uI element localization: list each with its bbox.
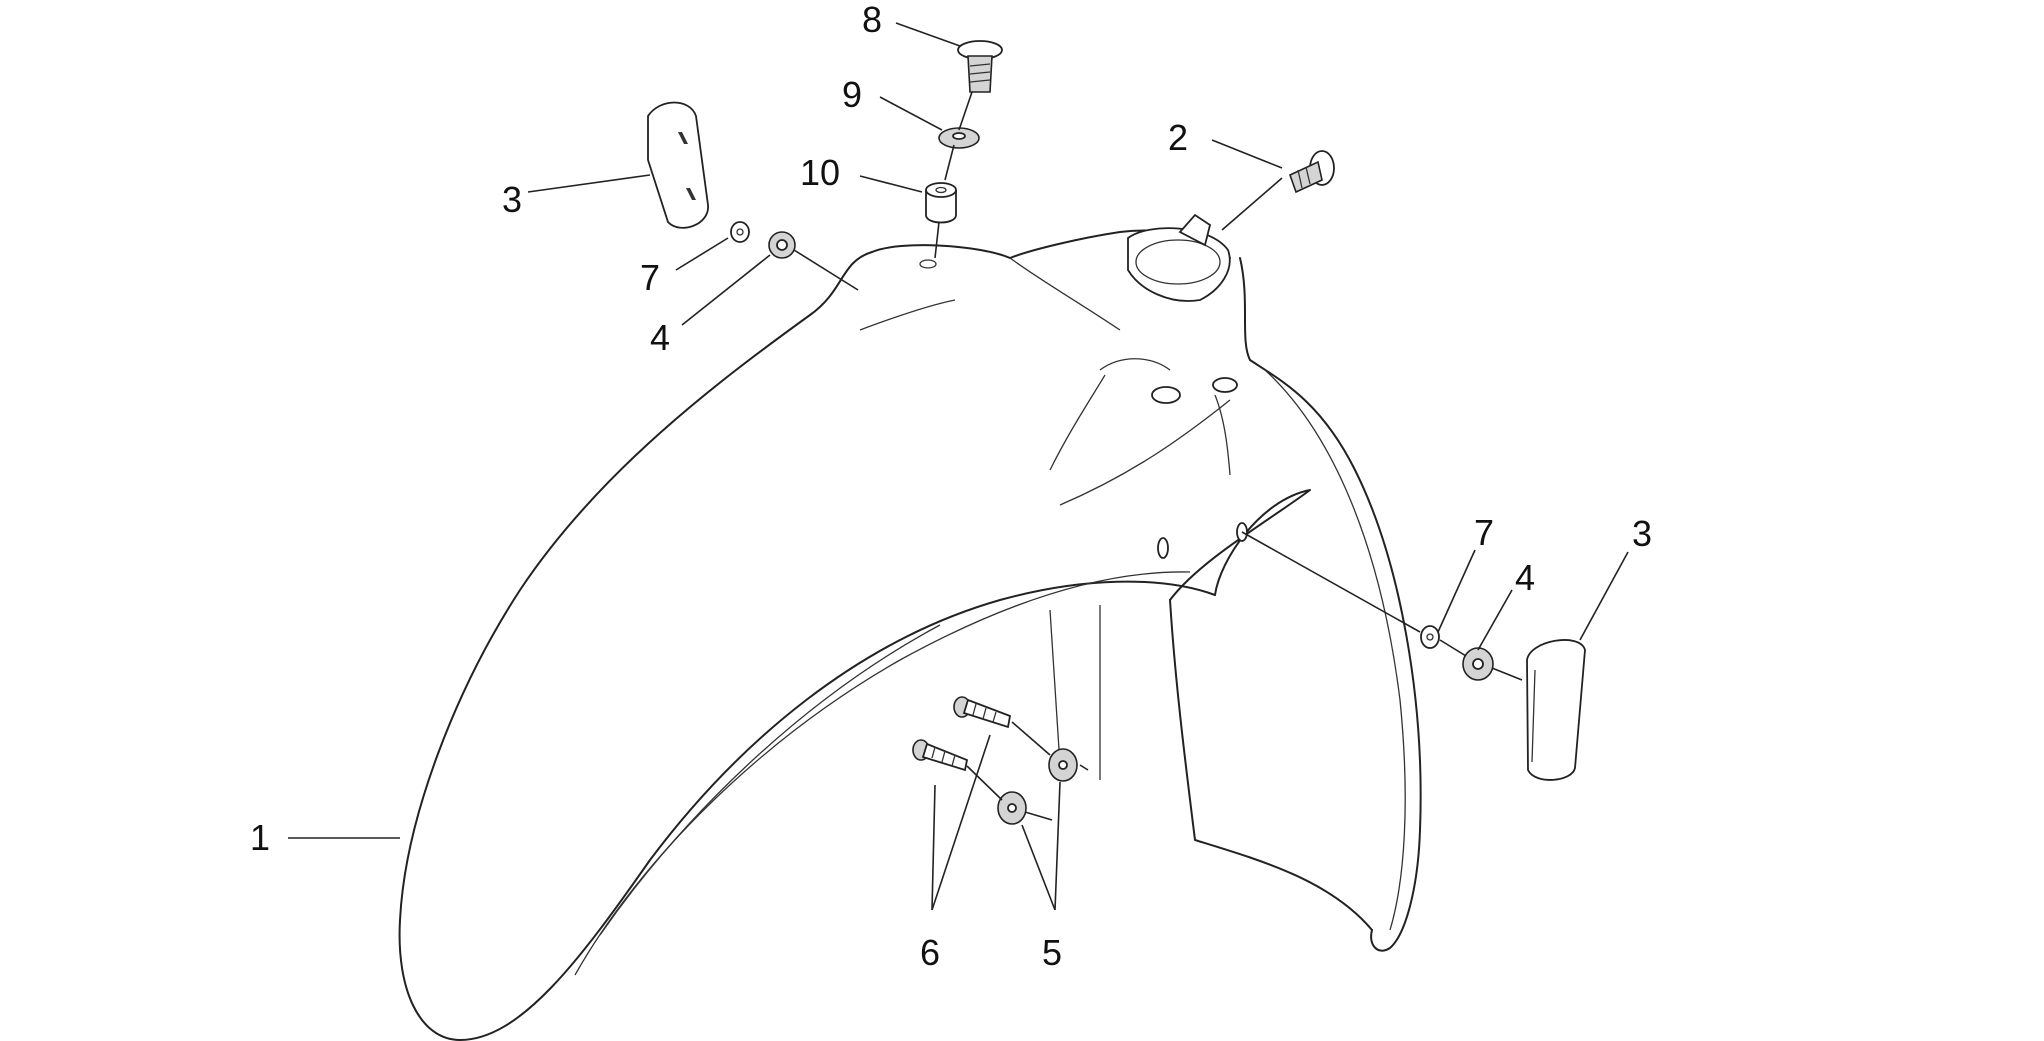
screw-top (957, 40, 1003, 93)
self-tapping-screws (912, 696, 1012, 772)
nut-right (1462, 647, 1494, 681)
callout-8: 8 (862, 0, 882, 40)
bolt-right (1289, 150, 1335, 194)
cover-plate-right (1526, 639, 1586, 781)
washer-top (938, 127, 980, 149)
flat-washers (997, 748, 1078, 825)
washer-right (1420, 625, 1440, 649)
callout-3-right: 3 (1632, 513, 1652, 554)
cover-plate-left (647, 101, 709, 229)
callout-6: 6 (920, 932, 940, 973)
callout-4-right: 4 (1515, 557, 1535, 598)
leader-lines (288, 22, 1629, 911)
callout-3-left: 3 (502, 179, 522, 220)
callout-4-left: 4 (650, 317, 670, 358)
nut-left (768, 231, 796, 259)
callout-1: 1 (250, 817, 270, 858)
front-fender (398, 213, 1422, 1041)
washer-left (730, 221, 750, 243)
callout-9: 9 (842, 74, 862, 115)
callout-7-left: 7 (640, 257, 660, 298)
callout-2: 2 (1168, 117, 1188, 158)
spacer (925, 182, 957, 224)
callout-5: 5 (1042, 932, 1062, 973)
callout-7-right: 7 (1474, 512, 1494, 553)
callout-10: 10 (800, 152, 840, 193)
callout-labels: 1 2 3 3 4 4 5 6 7 7 8 9 10 (250, 0, 1652, 973)
